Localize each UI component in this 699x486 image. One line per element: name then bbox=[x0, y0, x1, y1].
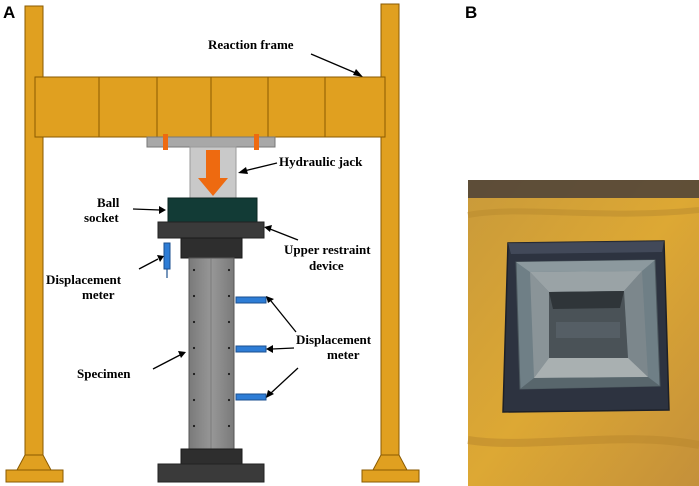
label-reaction-frame: Reaction frame bbox=[208, 37, 294, 52]
frame-right-base-plate bbox=[361, 469, 420, 483]
frame-left-base-gusset bbox=[16, 454, 52, 471]
lower-restraint-block bbox=[180, 448, 243, 465]
label-displacement-meter-left-line2: meter bbox=[82, 287, 115, 302]
frame-left-column bbox=[24, 5, 44, 471]
frame-left-base-plate bbox=[5, 469, 64, 483]
ball-socket bbox=[167, 197, 258, 223]
label-displacement-meter-right-line2: meter bbox=[327, 347, 360, 362]
frame-right-column bbox=[380, 3, 400, 471]
mount-bolt-right bbox=[254, 134, 259, 150]
displacement-meter-horizontal-2 bbox=[235, 345, 267, 353]
panel-b-letter: B bbox=[465, 3, 477, 22]
frame-right-base-gusset bbox=[372, 454, 408, 471]
photo-dark-top-band bbox=[468, 180, 699, 198]
load-arrow bbox=[198, 150, 228, 196]
specimen-measuring-points bbox=[192, 268, 231, 428]
specimen-photo bbox=[467, 180, 699, 486]
upper-restraint-plate bbox=[157, 221, 265, 239]
panel-a-letter: A bbox=[3, 3, 15, 22]
displacement-meter-vertical bbox=[163, 242, 171, 278]
reaction-frame bbox=[5, 3, 420, 483]
label-ball-socket-line2: socket bbox=[84, 210, 119, 225]
label-displacement-meter-left-line1: Displacement bbox=[46, 272, 122, 287]
label-ball-socket-line1: Ball bbox=[97, 195, 120, 210]
base-plate bbox=[157, 463, 265, 483]
label-upper-restraint-line1: Upper restraint bbox=[284, 242, 371, 257]
displacement-meter-horizontal-3 bbox=[235, 393, 267, 401]
specimen bbox=[188, 257, 235, 450]
leader-arrows bbox=[132, 53, 363, 398]
upper-restraint-block bbox=[180, 237, 243, 259]
label-hydraulic-jack: Hydraulic jack bbox=[279, 154, 363, 169]
label-upper-restraint-line2: device bbox=[309, 258, 344, 273]
label-specimen: Specimen bbox=[77, 366, 131, 381]
label-displacement-meter-right-line1: Displacement bbox=[296, 332, 372, 347]
mount-bolt-left bbox=[163, 134, 168, 150]
displacement-meter-horizontal-1 bbox=[235, 296, 267, 304]
frame-beam bbox=[34, 76, 386, 138]
